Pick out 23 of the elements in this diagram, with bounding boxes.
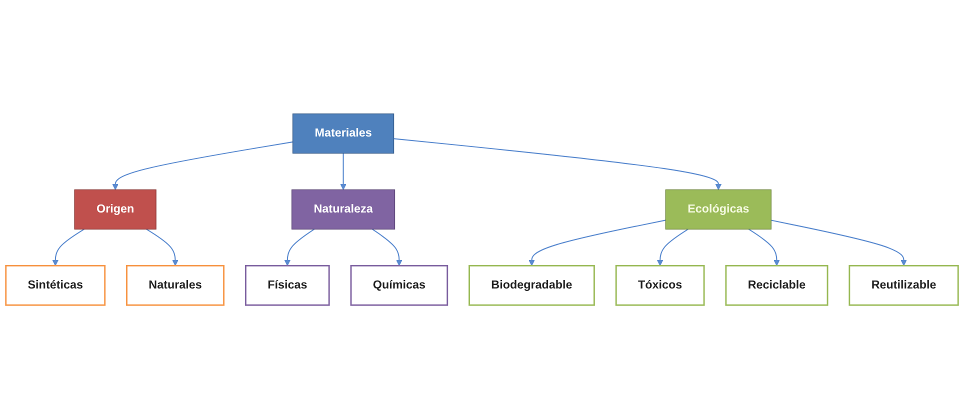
arrow [748,228,780,266]
node-box: Químicas [350,264,448,306]
arrow [52,228,84,266]
arrow [394,138,722,190]
arrow [146,228,178,266]
node-box: Sintéticas [5,264,106,306]
node-box: Reutilizable [848,264,959,306]
node-box: Materiales [292,113,394,154]
node-box: Origen [74,188,156,230]
arrow [284,228,315,266]
arrow [112,140,293,190]
node-box: Naturales [126,264,225,306]
arrow [340,152,346,190]
node-box: Físicas [244,264,330,306]
node-box: Naturaleza [291,188,396,230]
node-box: Tóxicos [615,264,705,306]
node-box: Ecológicas [665,188,772,230]
node-box: Biodegradable [468,264,595,306]
arrow [771,219,907,266]
arrow [372,228,402,266]
arrow [656,228,688,266]
node-box: Reciclable [725,264,828,306]
arrow [528,219,666,266]
